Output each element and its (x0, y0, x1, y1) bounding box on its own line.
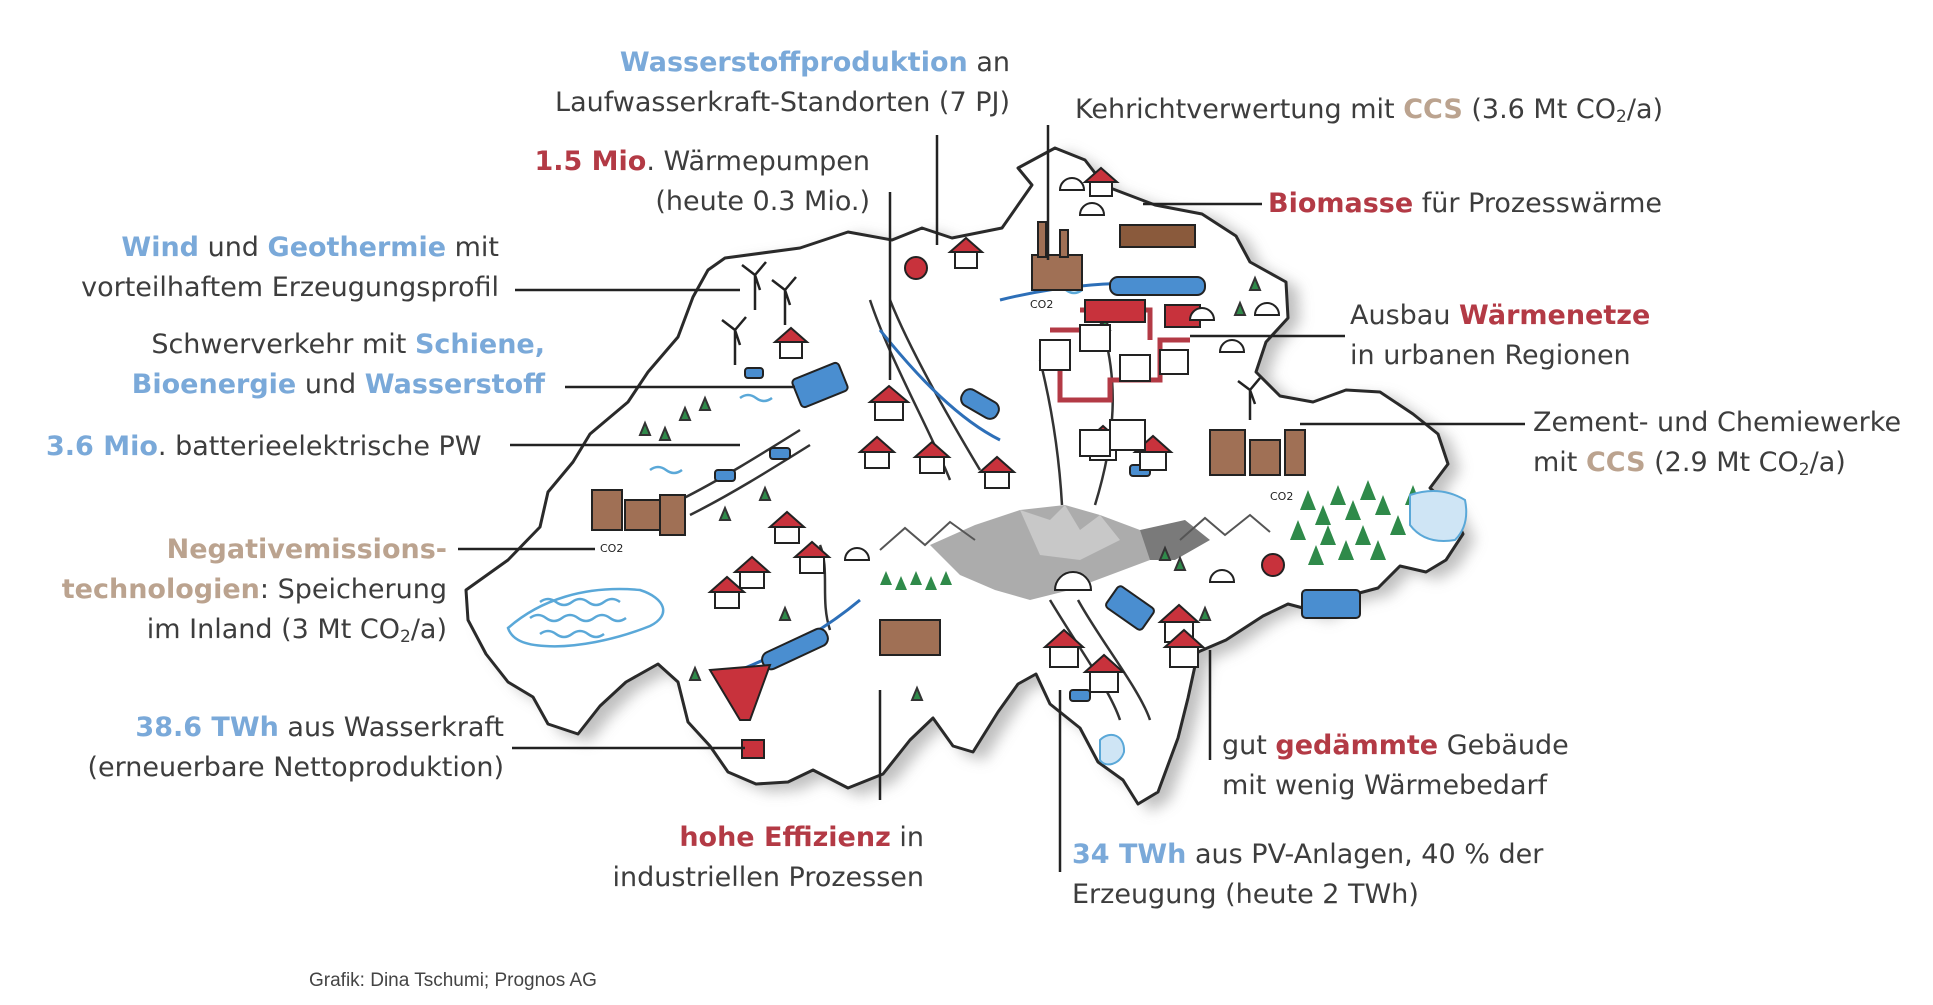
lake-south (1099, 733, 1126, 766)
label-wasserkraft-line2: (erneuerbare Nettoproduktion) (87, 752, 504, 783)
forest (880, 480, 1421, 590)
label-wind-text1: und (199, 232, 268, 263)
leader-lines (458, 125, 1525, 872)
label-wasserstoff-text: an (967, 47, 1010, 78)
map-co2-label-2: CO2 (1270, 490, 1293, 503)
label-waermenetze: Ausbau Wärmenetze in urbanen Regionen (1350, 296, 1650, 376)
label-effizienz-line2: industriellen Prozessen (612, 862, 924, 893)
label-biomasse-highlight: Biomasse (1268, 188, 1414, 219)
label-kehricht-text2: (3.6 Mt CO (1462, 94, 1617, 125)
label-schwerverkehr-text2: und (296, 369, 365, 400)
label-waermepumpen-line2: (heute 0.3 Mio.) (655, 186, 870, 217)
label-gebaeude-highlight: gedämmte (1275, 730, 1439, 761)
label-zement-text3: /a) (1809, 447, 1846, 478)
switzerland-outline (464, 146, 1465, 806)
label-negativ-highlight2: technologien (61, 574, 260, 605)
label-biomasse: Biomasse für Prozesswärme (1268, 184, 1662, 224)
label-negativ-line3a: im Inland (3 Mt CO (146, 614, 400, 645)
label-waermepumpen-text: . Wärmepumpen (646, 146, 870, 177)
label-pv-line2: Erzeugung (heute 2 TWh) (1072, 879, 1419, 910)
label-effizienz-text: in (890, 822, 924, 853)
label-negativemissionen: Negativemissions- technologien: Speicher… (62, 530, 447, 650)
label-pw-text: . batterieelektrische PW (157, 431, 482, 462)
factories (591, 221, 1306, 656)
label-pw-highlight: 3.6 Mio (46, 431, 158, 462)
label-schwerverkehr-text1: Schwerverkehr mit (151, 329, 415, 360)
label-waermepumpen: 1.5 Mio. Wärmepumpen (heute 0.3 Mio.) (534, 142, 870, 222)
label-wind-text2: mit (446, 232, 499, 263)
label-negativ-line3b: /a) (410, 614, 447, 645)
label-waermenetze-highlight: Wärmenetze (1459, 300, 1651, 331)
label-negativ-sub: 2 (399, 627, 411, 647)
label-hohe-effizienz: hohe Effizienz in industriellen Prozesse… (612, 818, 924, 898)
label-pv-highlight: 34 TWh (1072, 839, 1187, 870)
label-waermenetze-line2: in urbanen Regionen (1350, 340, 1631, 371)
label-pv-text: aus PV-Anlagen, 40 % der (1186, 839, 1544, 870)
label-gebaeude-text2: Gebäude (1438, 730, 1569, 761)
label-wasserkraft: 38.6 TWh aus Wasserkraft (erneuerbare Ne… (87, 708, 504, 788)
label-zement-sub: 2 (1798, 460, 1810, 480)
label-kehricht-text3: /a) (1626, 94, 1664, 125)
label-kehricht-sub: 2 (1616, 107, 1627, 127)
roads (679, 299, 1152, 721)
label-wasserstoff-line2: Laufwasserkraft-Standorten (7 PJ) (555, 87, 1010, 118)
label-wasserstoff2-highlight: Wasserstoff (364, 369, 545, 400)
map-co2-label-1: CO2 (1030, 298, 1053, 311)
label-gedaemmte-gebaeude: gut gedämmte Gebäude mit wenig Wärmebeda… (1222, 726, 1569, 806)
label-wind-geothermie: Wind und Geothermie mit vorteilhaftem Er… (81, 228, 499, 308)
label-negativ-text1: : Speicherung (259, 574, 447, 605)
label-zement-text1: mit (1533, 447, 1586, 478)
label-bioenergie-highlight: Bioenergie (131, 369, 297, 400)
alps-mountains (879, 505, 1271, 600)
label-kehricht-text1: Kehrichtverwertung mit (1075, 94, 1404, 125)
image-credit: Grafik: Dina Tschumi; Prognos AG (309, 970, 597, 991)
label-schwerverkehr: Schwerverkehr mit Schiene, Bioenergie un… (132, 325, 545, 405)
label-zement-text2: (2.9 Mt CO (1645, 447, 1799, 478)
label-schiene-highlight: Schiene, (414, 329, 545, 360)
label-zement-line1: Zement- und Chemiewerke (1533, 407, 1902, 438)
label-kehricht-highlight: CCS (1403, 94, 1463, 125)
label-wind-line2: vorteilhaftem Erzeugungsprofil (81, 272, 499, 303)
label-zement-highlight: CCS (1585, 447, 1646, 478)
urban-buildings (1039, 299, 1201, 457)
label-effizienz-highlight: hohe Effizienz (679, 822, 891, 853)
label-negativ-highlight1: Negativemissions- (166, 534, 447, 565)
label-gebaeude-text1: gut (1222, 730, 1276, 761)
label-wasserstoff-highlight: Wasserstoffproduktion (619, 47, 968, 78)
hydro-plants (708, 256, 1468, 759)
label-waermenetze-text1: Ausbau (1350, 300, 1460, 331)
label-geothermie-highlight: Geothermie (267, 232, 447, 263)
tunnel (1053, 571, 1093, 591)
label-wasserstoffproduktion: Wasserstoffproduktion an Laufwasserkraft… (555, 43, 1010, 123)
wind-turbines (721, 261, 1261, 420)
label-gebaeude-line2: mit wenig Wärmebedarf (1222, 770, 1548, 801)
label-wasserkraft-text: aus Wasserkraft (278, 712, 504, 743)
houses (707, 166, 1206, 693)
domes (843, 177, 1281, 583)
label-biomasse-text: für Prozesswärme (1413, 188, 1663, 219)
label-zement-chemie: Zement- und Chemiewerke mit CCS (2.9 Mt … (1533, 403, 1901, 483)
label-kehrichtverwertung: Kehrichtverwertung mit CCS (3.6 Mt CO2/a… (1075, 90, 1663, 130)
label-waermepumpen-highlight: 1.5 Mio (534, 146, 647, 177)
label-wind-highlight: Wind (121, 232, 199, 263)
label-batterie-pw: 3.6 Mio. batterieelektrische PW (46, 427, 482, 467)
trains (761, 276, 1206, 671)
label-wasserkraft-highlight: 38.6 TWh (135, 712, 279, 743)
label-pv-anlagen: 34 TWh aus PV-Anlagen, 40 % der Erzeugun… (1072, 835, 1543, 915)
map-co2-label-3: CO2 (600, 542, 623, 555)
vehicles (714, 361, 1361, 702)
